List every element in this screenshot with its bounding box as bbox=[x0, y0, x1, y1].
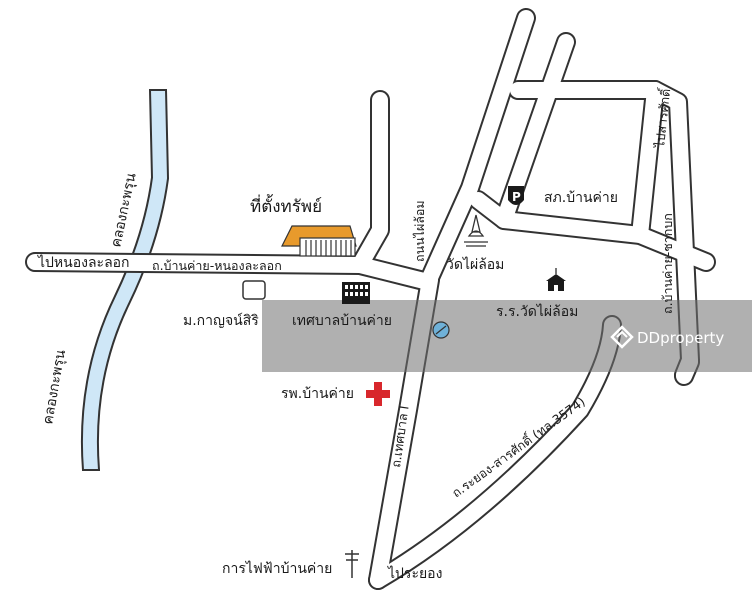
office-building-icon bbox=[342, 282, 370, 304]
hospital-cross-icon bbox=[366, 382, 390, 406]
temple-icon bbox=[464, 214, 488, 247]
police-label: สภ.บ้านค่าย bbox=[544, 190, 618, 206]
road-phai-lom-label: ถนนไผ่ล้อม bbox=[412, 200, 427, 262]
svg-text:P: P bbox=[512, 190, 521, 204]
electric-pole-icon bbox=[345, 550, 359, 578]
municipality-label: เทศบาลบ้านค่าย bbox=[292, 313, 392, 329]
property-label: ที่ตั้งทรัพย์ bbox=[250, 194, 322, 217]
khlong-lower-label: คลองกะพรุน bbox=[40, 348, 69, 426]
to-nong-la-lok-label: ไปหนองละลอก bbox=[37, 254, 130, 271]
watermark-band bbox=[262, 300, 752, 372]
road-sarasak-label: ไปสารศักดิ์ bbox=[650, 86, 673, 149]
ddproperty-logo-icon bbox=[610, 325, 634, 349]
water-icon bbox=[432, 321, 450, 339]
watermark-text: DDproperty bbox=[637, 329, 724, 347]
roads-outline bbox=[25, 8, 716, 590]
police-p-icon: P bbox=[508, 186, 524, 205]
property-building-icon bbox=[281, 225, 357, 257]
house-icon bbox=[242, 280, 266, 300]
khlong-upper-label: คลองกะพรุน bbox=[108, 171, 139, 249]
canal bbox=[80, 89, 170, 471]
road-right-label: ถ.บ้านค่าย-ชากบก bbox=[660, 213, 675, 314]
electric-label: การไฟฟ้าบ้านค่าย bbox=[222, 560, 332, 577]
school-icon bbox=[546, 268, 566, 291]
wat-label: วัดไผ่ล้อม bbox=[446, 256, 504, 273]
road-ban-khai-nong-la-lok-label: ถ.บ้านค่าย-หนองละลอก bbox=[152, 258, 282, 273]
moo-ban-label: ม.กาญจน์สิริ bbox=[183, 312, 259, 329]
to-rayong-label: ไประยอง bbox=[387, 565, 442, 582]
hospital-label: รพ.บ้านค่าย bbox=[281, 386, 354, 402]
school-label: ร.ร.วัดไผ่ล้อม bbox=[496, 303, 578, 320]
